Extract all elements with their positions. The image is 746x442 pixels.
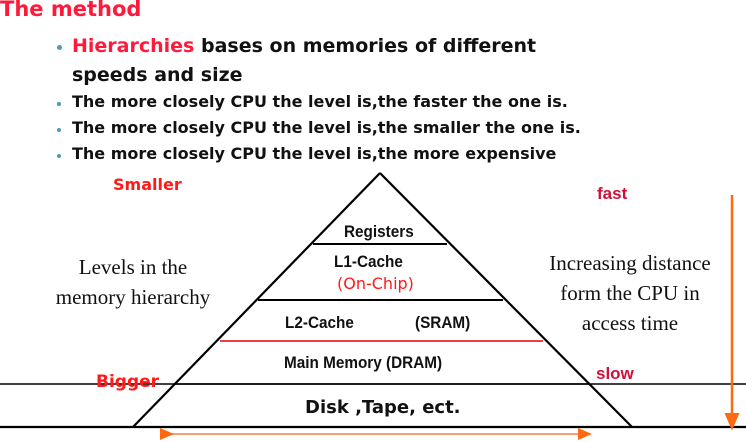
bigger-label: Bigger [96, 372, 160, 392]
level-l2-note: (SRAM) [415, 313, 471, 332]
bullet-icon [57, 154, 61, 158]
sub-bullet-2: The more closely CPU the level is,the sm… [72, 118, 581, 137]
bullet-icon [57, 45, 62, 50]
level-disk: Disk ,Tape, ect. [305, 397, 461, 418]
level-l2-cache: L2-Cache [285, 313, 354, 332]
level-l1-cache: L1-Cache [334, 252, 403, 271]
slow-label: slow [596, 364, 634, 383]
main-bullet: Hierarchies bases on memories of differe… [72, 32, 536, 90]
left-caption-line: memory hierarchy [55, 285, 211, 309]
main-bullet-text: bases on memories of different [194, 35, 537, 57]
sub-bullet-1: The more closely CPU the level is,the fa… [72, 92, 568, 111]
smaller-label: Smaller [113, 175, 182, 194]
right-caption-line: access time [581, 311, 679, 335]
sub-bullet-3: The more closely CPU the level is,the mo… [72, 144, 557, 163]
right-caption-line: Increasing distance [549, 251, 711, 275]
left-caption: Levels in the memory hierarchy [28, 252, 238, 312]
bullet-icon [57, 128, 61, 132]
slide-title: The method [0, 0, 142, 21]
highlight-word: Hierarchies [72, 35, 195, 57]
right-caption: Increasing distance form the CPU in acce… [525, 248, 735, 338]
level-registers: Registers [344, 222, 414, 241]
main-bullet-line2: speeds and size [72, 64, 243, 86]
bullet-icon [57, 102, 61, 106]
level-main-memory: Main Memory (DRAM) [284, 353, 443, 372]
fast-label: fast [597, 184, 628, 203]
left-caption-line: Levels in the [78, 255, 188, 279]
level-l1-note: (On-Chip) [337, 274, 414, 293]
right-caption-line: form the CPU in [560, 281, 700, 305]
